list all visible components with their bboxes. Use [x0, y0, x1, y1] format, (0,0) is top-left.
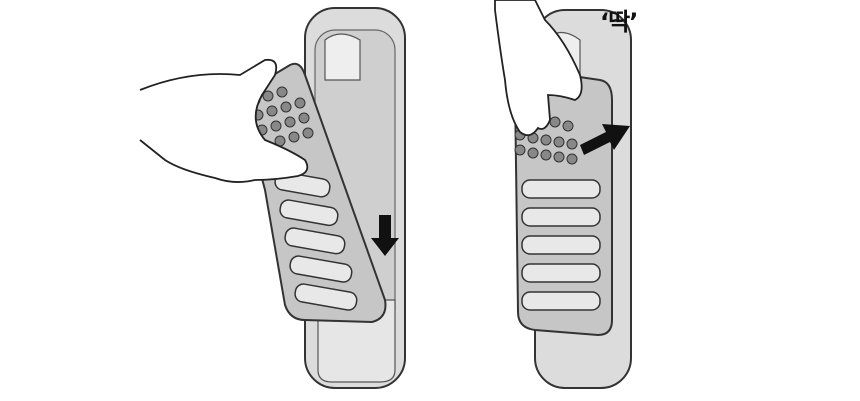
down-arrow-icon	[371, 215, 399, 256]
up-right-arrow-icon	[580, 124, 630, 155]
click-sound-label: ‘딱’	[600, 8, 638, 36]
right-filter-panel	[513, 70, 613, 337]
left-hand	[139, 58, 309, 183]
right-hand	[494, 0, 583, 137]
